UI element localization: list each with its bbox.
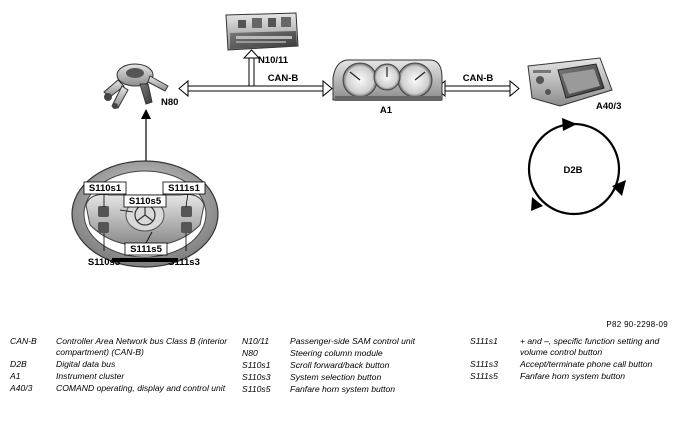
legend-description: System selection button — [290, 372, 382, 382]
legend-description: Accept/terminate phone call button — [520, 359, 653, 369]
legend-code: D2B — [10, 359, 27, 369]
legend-code: CAN-B — [10, 336, 37, 346]
reference-code: P82 90-2298-09 — [606, 320, 668, 329]
label-s111s3: S111s3 — [168, 257, 200, 268]
legend-code: S111s3 — [470, 359, 498, 369]
d2b-arrow-bottom-left — [531, 197, 543, 211]
label-n80: N80 — [161, 97, 178, 108]
n10-11-sam-unit — [225, 12, 299, 51]
legend-code: S111s5 — [470, 371, 498, 381]
legend-code: A1 — [10, 371, 21, 381]
legend-row: S110s3 System selection button — [242, 372, 432, 383]
d2b-ring-bus — [527, 118, 626, 216]
label-a1: A1 — [380, 105, 393, 116]
label-d2b: D2B — [563, 165, 582, 176]
wheel-to-n80-arrow — [141, 109, 151, 163]
legend-code: N10/11 — [242, 336, 270, 346]
legend-row: CAN-B Controller Area Network bus Class B… — [10, 336, 230, 358]
legend-description: Digital data bus — [56, 359, 116, 369]
can-b-bus-left — [178, 79, 333, 98]
legend-description: Controller Area Network bus Class B (int… — [56, 336, 228, 357]
label-s110s1: S110s1 — [89, 183, 122, 194]
wheel-button-leaders — [103, 192, 189, 251]
label-n10-11: N10/11 — [258, 55, 289, 66]
legend-row: A40/3 COMAND operating, display and contr… — [10, 383, 230, 394]
legend-description: Instrument cluster — [56, 371, 125, 381]
legend-row: S110s1 Scroll forward/back button — [242, 360, 432, 371]
d2b-arrow-right — [612, 180, 626, 196]
label-s110s5: S110s5 — [129, 196, 162, 207]
legend-row: S111s1 + and –, specific function setting… — [470, 336, 670, 358]
legend-row: A1 Instrument cluster — [10, 371, 230, 382]
n10-11-bus-connector — [242, 49, 261, 86]
legend-description: Fanfare horn system button — [520, 371, 626, 381]
legend-code: S110s5 — [242, 384, 271, 394]
legend-row: S111s5 Fanfare horn system button — [470, 371, 670, 382]
legend-description: Fanfare horn system button — [290, 384, 396, 394]
label-can-b-left: CAN-B — [268, 73, 299, 84]
label-s111s1: S111s1 — [168, 183, 200, 194]
legend-row: D2B Digital data bus — [10, 359, 230, 370]
legend-description: + and –, specific function setting and v… — [520, 336, 660, 357]
label-a40-3: A40/3 — [596, 101, 621, 112]
legend-column-1: CAN-B Controller Area Network bus Class B… — [10, 336, 230, 395]
legend-description: COMAND operating, display and control un… — [56, 383, 226, 393]
a40-3-comand-unit — [527, 57, 613, 107]
legend-code: S111s1 — [470, 336, 498, 346]
n80-steering-column-module — [103, 63, 169, 109]
label-can-b-right: CAN-B — [463, 73, 494, 84]
label-s110s3: S110s3 — [88, 257, 120, 268]
legend-row: S110s5 Fanfare horn system button — [242, 384, 432, 395]
legend-description: Passenger-side SAM control unit — [290, 336, 415, 346]
legend-row: N10/11 Passenger-side SAM control unit — [242, 336, 432, 347]
a1-instrument-cluster — [332, 59, 443, 101]
legend-code: N80 — [242, 348, 258, 358]
legend-description: Steering column module — [290, 348, 383, 358]
legend-column-3: S111s1 + and –, specific function setting… — [470, 336, 670, 383]
label-s111s5: S111s5 — [130, 244, 162, 255]
legend-code: S110s1 — [242, 360, 271, 370]
legend-row: N80 Steering column module — [242, 348, 432, 359]
legend-code: S110s3 — [242, 372, 271, 382]
d2b-arrow-top — [562, 118, 577, 131]
legend-description: Scroll forward/back button — [290, 360, 390, 370]
legend-row: S111s3 Accept/terminate phone call button — [470, 359, 670, 370]
legend-code: A40/3 — [10, 383, 33, 393]
